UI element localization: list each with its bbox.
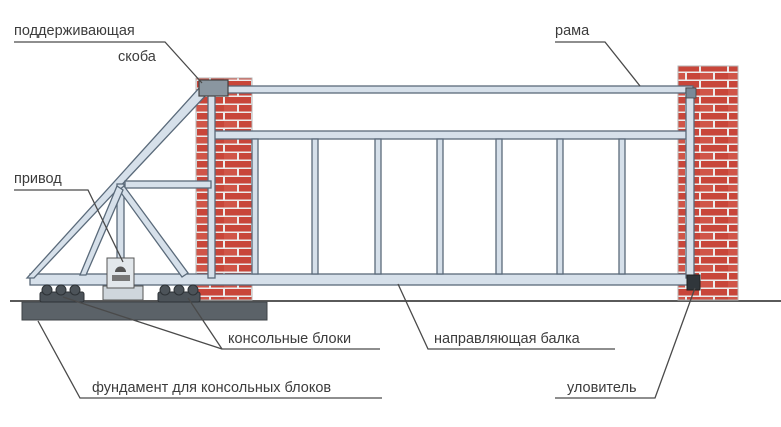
leader-support-bracket — [14, 41, 203, 84]
leader-cantilever-2 — [187, 297, 380, 350]
label-catcher: уловитель — [567, 380, 637, 396]
leader-foundation — [37, 320, 382, 399]
picket — [495, 138, 503, 275]
drive-unit — [102, 257, 144, 301]
frame-tail-diagonal-1 — [118, 185, 189, 278]
gate-frame — [25, 85, 696, 286]
frame-corner-plate — [685, 87, 697, 99]
frame-middle-rail — [211, 130, 691, 140]
leader-lines — [14, 41, 696, 399]
leader-frame — [555, 41, 641, 87]
catcher — [686, 274, 701, 291]
foundation-block — [21, 301, 268, 321]
label-support-bracket-line2: скоба — [118, 49, 157, 65]
label-frame: рама — [555, 23, 590, 39]
support-bracket — [198, 79, 229, 97]
frame-tail-horizontal-brace — [124, 180, 212, 189]
frame-top-rail — [204, 85, 694, 94]
cantilever-block-right — [157, 284, 201, 303]
leader-cantilever-1 — [62, 296, 223, 350]
leader-catcher — [555, 287, 696, 399]
cantilever-block-left — [39, 284, 85, 303]
picket — [374, 138, 382, 275]
leader-drive — [14, 189, 124, 263]
picket — [311, 138, 319, 275]
leader-guide-beam — [397, 283, 615, 350]
label-guide-beam: направляющая балка — [434, 331, 581, 347]
label-cantilever-blocks: консольные блоки — [228, 331, 351, 347]
picket — [556, 138, 564, 275]
label-drive: привод — [14, 171, 62, 187]
frame-right-post — [685, 87, 695, 279]
picket — [251, 138, 259, 275]
picket — [618, 138, 626, 275]
label-support-bracket-line1: поддерживающая — [14, 23, 135, 39]
left-brick-pillar — [195, 77, 253, 301]
picket — [436, 138, 444, 275]
frame-tail-diagonal-2 — [79, 185, 124, 276]
label-foundation: фундамент для консольных блоков — [92, 380, 331, 396]
